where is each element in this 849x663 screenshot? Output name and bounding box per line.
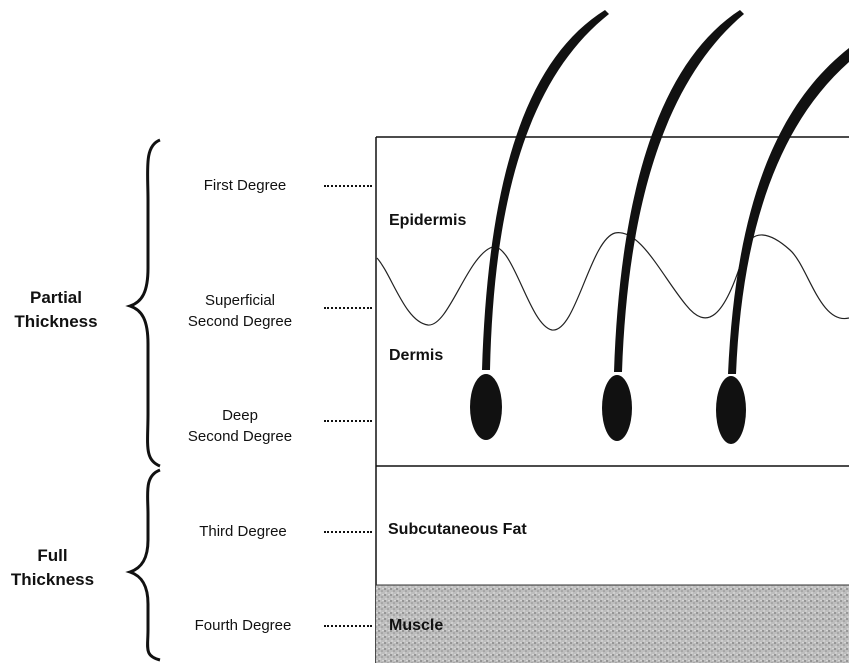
full-thickness-label-line1: Full [0, 544, 105, 568]
first-degree-label: First Degree [170, 175, 320, 196]
first-degree-leader [324, 185, 372, 187]
epidermis-label: Epidermis [389, 212, 466, 230]
deep-second-degree-label: Deep Second Degree [165, 405, 315, 447]
superficial-second-degree-leader [324, 307, 372, 309]
hair-follicle-2 [602, 10, 744, 441]
superficial-second-degree-label: Superficial Second Degree [165, 290, 315, 332]
muscle-band [376, 585, 849, 663]
deep-second-degree-leader [324, 420, 372, 422]
full-thickness-brace [130, 470, 160, 660]
third-degree-leader [324, 531, 372, 533]
third-degree-label-line1: Third Degree [168, 521, 318, 542]
hair-follicle-1 [470, 10, 609, 440]
dermis-label: Dermis [389, 347, 443, 365]
fourth-degree-label: Fourth Degree [168, 615, 318, 636]
fourth-degree-label-line1: Fourth Degree [168, 615, 318, 636]
first-degree-label-line1: First Degree [170, 175, 320, 196]
subcutaneous-fat-label: Subcutaneous Fat [388, 521, 527, 539]
partial-thickness-label: Partial Thickness [0, 286, 112, 334]
superficial-second-degree-label-line2: Second Degree [165, 311, 315, 332]
deep-second-degree-label-line1: Deep [165, 405, 315, 426]
third-degree-label: Third Degree [168, 521, 318, 542]
muscle-label: Muscle [389, 617, 443, 635]
superficial-second-degree-label-line1: Superficial [165, 290, 315, 311]
fourth-degree-leader [324, 625, 372, 627]
hair-follicle-3 [716, 48, 849, 444]
full-thickness-label: Full Thickness [0, 544, 105, 592]
partial-thickness-label-line1: Partial [0, 286, 112, 310]
partial-thickness-brace [130, 140, 160, 466]
partial-thickness-label-line2: Thickness [0, 310, 112, 334]
full-thickness-label-line2: Thickness [0, 568, 105, 592]
dermal-epidermal-junction [377, 233, 849, 330]
deep-second-degree-label-line2: Second Degree [165, 426, 315, 447]
